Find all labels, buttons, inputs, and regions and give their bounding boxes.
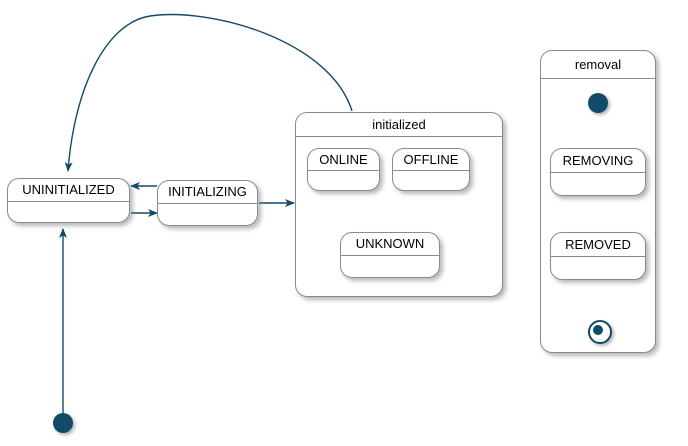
final-state-inner-dot <box>593 325 603 335</box>
initial-state-node-removal[interactable] <box>588 93 608 113</box>
final-state-node-removal[interactable] <box>588 320 612 344</box>
state-offline-label: OFFLINE <box>403 152 459 167</box>
state-uninitialized-label: UNINITIALIZED <box>22 182 115 197</box>
state-compartment-divider <box>158 203 257 204</box>
state-initializing-label: INITIALIZING <box>168 184 247 199</box>
state-initializing[interactable]: INITIALIZING <box>157 180 258 226</box>
composite-header-divider <box>541 78 655 79</box>
state-compartment-divider <box>393 170 469 171</box>
state-compartment-divider <box>308 170 379 171</box>
state-removing-label: REMOVING <box>562 153 634 168</box>
composite-state-removal-label: removal <box>574 57 622 72</box>
state-online-label: ONLINE <box>319 152 368 167</box>
state-offline[interactable]: OFFLINE <box>392 148 470 191</box>
state-removed[interactable]: REMOVED <box>550 232 646 280</box>
state-compartment-divider <box>551 172 645 173</box>
state-unknown-label: UNKNOWN <box>355 236 425 251</box>
state-online[interactable]: ONLINE <box>307 148 380 191</box>
initial-state-node-main[interactable] <box>53 413 73 433</box>
composite-state-initialized-label: initialized <box>372 117 426 132</box>
state-compartment-divider <box>551 256 645 257</box>
composite-header-divider <box>296 136 502 137</box>
state-unknown[interactable]: UNKNOWN <box>340 232 440 278</box>
state-compartment-divider <box>341 255 439 256</box>
state-uninitialized[interactable]: UNINITIALIZED <box>7 178 130 223</box>
state-removed-label: REMOVED <box>565 237 631 252</box>
state-removing[interactable]: REMOVING <box>550 148 646 196</box>
state-compartment-divider <box>8 201 129 202</box>
